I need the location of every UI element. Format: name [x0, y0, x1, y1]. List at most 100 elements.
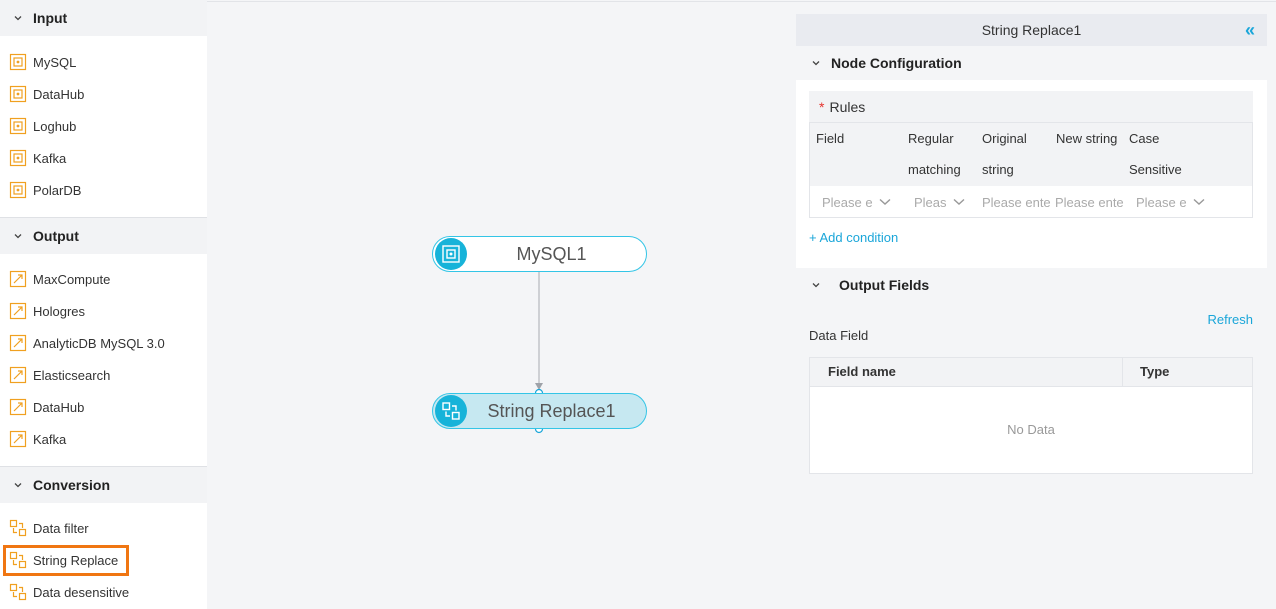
select-placeholder: Please e — [1136, 194, 1187, 210]
rules-label: Rules — [829, 98, 866, 115]
input-source-icon — [9, 117, 27, 135]
string-replace-node-icon — [435, 395, 467, 427]
divider — [0, 217, 207, 218]
section-header-conversion[interactable]: Conversion — [0, 467, 207, 503]
sidebar-item-label: DataHub — [33, 86, 85, 102]
column-header-field-name: Field name — [828, 364, 896, 379]
sidebar-item-hologres[interactable]: Hologres — [0, 298, 207, 324]
sidebar-item-label: MySQL — [33, 54, 77, 70]
node-label: MySQL1 — [516, 243, 587, 264]
sidebar-item-label: Data filter — [33, 520, 89, 536]
divider — [0, 466, 207, 467]
node-config-panel: String Replace1 « Node Configuration * R… — [796, 14, 1267, 609]
input-placeholder: Please ente — [1055, 194, 1124, 210]
sidebar-item-data-desensitive[interactable]: Data desensitive — [0, 579, 207, 605]
input-source-icon — [9, 53, 27, 71]
panel-title: String Replace1 — [981, 22, 1082, 38]
sidebar-item-datahub-output[interactable]: DataHub — [0, 394, 207, 420]
sidebar-item-maxcompute[interactable]: MaxCompute — [0, 266, 207, 292]
component-sidebar: Input MySQL DataHub Loghub Kafka PolarDB… — [0, 0, 207, 609]
chevron-down-icon — [879, 198, 891, 205]
input-placeholder: Please ente — [982, 194, 1051, 210]
chevron-down-icon — [812, 283, 820, 288]
data-field-label: Data Field — [809, 328, 869, 343]
collapse-icon[interactable]: « — [1244, 20, 1255, 40]
sidebar-item-label: DataHub — [33, 399, 85, 415]
section-header-input[interactable]: Input — [0, 0, 207, 36]
conversion-icon — [9, 519, 27, 537]
column-header-field: Field — [816, 131, 845, 146]
sidebar-item-label: PolarDB — [33, 182, 82, 198]
column-header-regular-matching: Regular matching — [908, 131, 961, 177]
sidebar-item-label: AnalyticDB MySQL 3.0 — [33, 335, 165, 351]
section-title: Conversion — [33, 477, 111, 493]
divider — [207, 1, 1276, 2]
column-header-new-string: New string — [1056, 131, 1118, 146]
new-string-input[interactable]: Please ente — [1055, 187, 1125, 217]
output-sink-icon — [9, 270, 27, 288]
output-sink-icon — [9, 334, 27, 352]
chevron-down-icon — [14, 483, 22, 488]
rules-header: * Rules — [809, 91, 1253, 122]
chevron-down-icon — [812, 61, 820, 66]
sidebar-item-string-replace[interactable]: String Replace — [0, 547, 207, 573]
conversion-icon — [9, 551, 27, 569]
sidebar-item-label: Data desensitive — [33, 584, 130, 600]
required-mark: * — [819, 98, 825, 115]
field-select[interactable]: Please e — [822, 187, 902, 217]
sidebar-item-loghub[interactable]: Loghub — [0, 113, 207, 139]
sidebar-item-label: MaxCompute — [33, 271, 111, 287]
original-string-input[interactable]: Please ente — [982, 187, 1051, 217]
connection-edge — [534, 271, 544, 434]
input-source-icon — [9, 149, 27, 167]
sidebar-item-datahub[interactable]: DataHub — [0, 81, 207, 107]
database-node-icon — [435, 238, 467, 270]
output-fields-table: Field name Type No Data — [809, 357, 1253, 474]
refresh-link[interactable]: Refresh — [1207, 312, 1253, 327]
output-sink-icon — [9, 366, 27, 384]
sidebar-item-polardb[interactable]: PolarDB — [0, 177, 207, 203]
sidebar-item-label: Kafka — [33, 150, 67, 166]
output-sink-icon — [9, 302, 27, 320]
node-mysql1[interactable]: MySQL1 — [432, 236, 647, 272]
sidebar-item-analyticdb[interactable]: AnalyticDB MySQL 3.0 — [0, 330, 207, 356]
output-sink-icon — [9, 398, 27, 416]
node-string-replace1[interactable]: String Replace1 — [432, 393, 647, 429]
empty-state-text: No Data — [1007, 422, 1055, 437]
section-title: Node Configuration — [831, 55, 962, 71]
sidebar-item-label: Kafka — [33, 431, 67, 447]
sidebar-item-kafka[interactable]: Kafka — [0, 145, 207, 171]
sidebar-item-kafka-output[interactable]: Kafka — [0, 426, 207, 452]
flow-canvas[interactable]: MySQL1 String Replace1 — [207, 0, 1276, 609]
add-condition-link[interactable]: + Add condition — [809, 230, 899, 245]
section-title: Output — [33, 228, 79, 244]
chevron-down-icon — [1193, 198, 1205, 205]
sidebar-item-label: Elasticsearch — [33, 367, 111, 383]
sidebar-item-elasticsearch[interactable]: Elasticsearch — [0, 362, 207, 388]
column-header-original-string: Original string — [982, 131, 1027, 177]
section-header-output-fields[interactable]: Output Fields — [796, 268, 1267, 302]
column-header-case-sensitive: Case Sensitive — [1129, 131, 1182, 177]
input-source-icon — [9, 85, 27, 103]
select-placeholder: Pleas — [914, 194, 947, 210]
sidebar-item-data-filter[interactable]: Data filter — [0, 515, 207, 541]
input-source-icon — [9, 181, 27, 199]
table-header — [810, 358, 1252, 387]
node-label: String Replace1 — [487, 400, 616, 421]
section-title: Input — [33, 10, 68, 26]
select-placeholder: Please e — [822, 194, 873, 210]
section-header-output[interactable]: Output — [0, 218, 207, 254]
chevron-down-icon — [953, 198, 964, 205]
sidebar-item-mysql[interactable]: MySQL — [0, 49, 207, 75]
regular-matching-select[interactable]: Pleas — [914, 187, 982, 217]
case-sensitive-select[interactable]: Please e — [1136, 187, 1226, 217]
rules-table: Field Regular matching Original string N… — [809, 122, 1253, 218]
conversion-icon — [9, 583, 27, 601]
chevron-down-icon — [14, 16, 22, 21]
chevron-down-icon — [14, 234, 22, 239]
column-header-type: Type — [1140, 364, 1170, 379]
section-title: Output Fields — [839, 277, 930, 293]
sidebar-item-label: Loghub — [33, 118, 77, 134]
section-header-node-configuration[interactable]: Node Configuration — [796, 46, 1267, 80]
output-sink-icon — [9, 430, 27, 448]
